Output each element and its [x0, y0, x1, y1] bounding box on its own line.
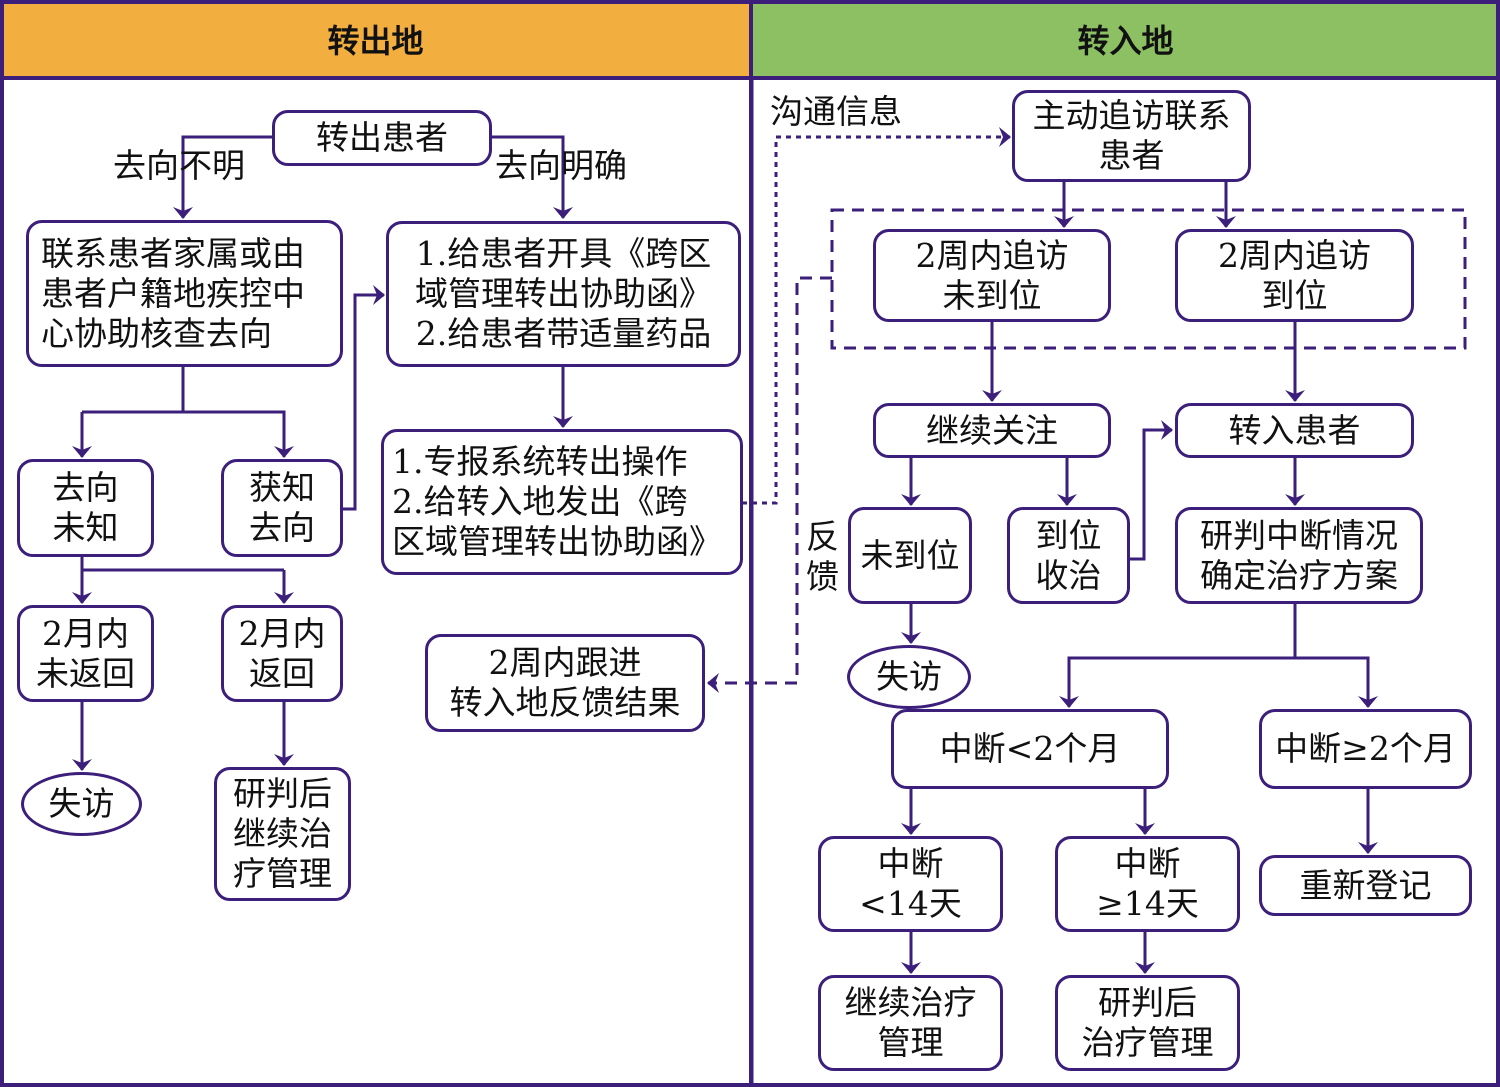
node-continue-after-review: 研判后 继续治 疗管理: [214, 767, 351, 901]
node-transfer-out-patient: 转出患者: [272, 110, 492, 166]
node-lost-followup-left: 失访: [21, 772, 142, 836]
arrow-out-to-unknown: [173, 135, 275, 219]
node-not-arrived-2w: 2周内追访 未到位: [873, 229, 1111, 322]
node-whereabouts-found: 获知 去向: [221, 459, 343, 557]
node-lost-followup-right: 失访: [847, 645, 971, 709]
line-unknown-split: [80, 557, 284, 572]
header-transfer-in-title: 转入地: [1077, 22, 1174, 60]
label-whereabouts-clear: 去向明确: [495, 146, 627, 185]
arrow-out-to-known: [490, 135, 573, 219]
header-transfer-out: 转出地: [0, 0, 751, 78]
node-whereabouts-unknown: 去向 未知: [17, 459, 154, 557]
label-communicate-info: 沟通信息: [770, 92, 902, 131]
arrow-treated-to-transfer-in: [1129, 420, 1173, 561]
node-arrived-treated: 到位 收治: [1007, 507, 1130, 604]
node-re-register: 重新登记: [1259, 855, 1472, 916]
node-contact-family: 联系患者家属或由 患者户籍地疾控中 心协助核查去向: [26, 220, 343, 367]
arrow-to-whereabouts-found: [82, 410, 294, 458]
label-feedback: 反 馈: [806, 517, 839, 596]
header-transfer-in: 转入地: [751, 0, 1500, 78]
node-follow-feedback-2w: 2周内跟进 转入地反馈结果: [425, 634, 705, 732]
arrow-found-to-letter: [342, 285, 385, 511]
node-interrupt-ge-14d: 中断 ≥14天: [1055, 836, 1240, 932]
arrow-to-lt-2m: [1059, 656, 1295, 708]
node-interrupt-lt-2m: 中断<2个月: [891, 709, 1169, 789]
header-transfer-out-title: 转出地: [327, 22, 424, 60]
node-continue-treatment: 继续治疗 管理: [818, 975, 1003, 1071]
node-interrupt-lt-14d: 中断 <14天: [818, 836, 1003, 932]
node-active-tracking: 主动追访联系 患者: [1012, 90, 1251, 182]
node-not-returned-2m: 2月内 未返回: [17, 605, 154, 702]
node-not-arrived: 未到位: [848, 507, 972, 604]
node-returned-2m: 2月内 返回: [221, 605, 343, 702]
node-system-transfer: 1.专报系统转出操作 2.给转入地发出《跨 区域管理转出协助函》: [381, 429, 743, 575]
arrow-to-ge-2m: [1295, 656, 1378, 708]
node-interrupt-ge-2m: 中断≥2个月: [1259, 709, 1472, 789]
node-assess-interruption: 研判中断情况 确定治疗方案: [1175, 507, 1423, 604]
label-whereabouts-unclear: 去向不明: [113, 146, 245, 185]
node-treatment-after-review: 研判后 治疗管理: [1055, 975, 1240, 1071]
node-issue-letter: 1.给患者开具《跨区 域管理转出协助函》 2.给患者带适量药品: [386, 221, 741, 367]
node-transfer-in-patient: 转入患者: [1175, 403, 1414, 458]
dashed-feedback-link: [707, 276, 832, 693]
node-arrived-2w: 2周内追访 到位: [1175, 229, 1414, 322]
node-keep-watching: 继续关注: [873, 403, 1111, 458]
dashed-group-2w: [830, 208, 1467, 350]
